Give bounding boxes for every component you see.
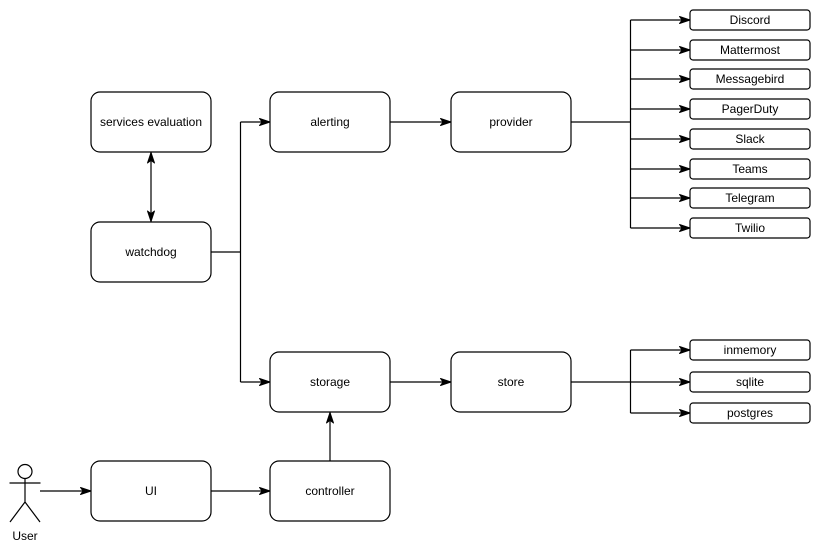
edges xyxy=(40,16,691,495)
node-box xyxy=(269,460,391,522)
node-box xyxy=(689,371,811,393)
node-alerting: alerting xyxy=(269,91,391,153)
node-label: storage xyxy=(310,375,350,389)
node-label: Twilio xyxy=(735,221,765,235)
node-label: store xyxy=(498,375,525,389)
node-label: Messagebird xyxy=(716,72,785,86)
node-label: Teams xyxy=(732,162,767,176)
actor-head-icon xyxy=(17,463,33,480)
actor-body-icon xyxy=(9,478,41,523)
node-label: sqlite xyxy=(736,375,764,389)
node-twilio: Twilio xyxy=(689,217,811,239)
node-label: Mattermost xyxy=(720,43,781,57)
node-label: alerting xyxy=(310,115,349,129)
node-inmemory: inmemory xyxy=(689,339,811,361)
node-label: Discord xyxy=(730,13,771,27)
node-box xyxy=(689,402,811,424)
node-label: inmemory xyxy=(724,343,777,357)
node-label: postgres xyxy=(727,406,773,420)
node-box xyxy=(450,91,572,153)
node-label: watchdog xyxy=(124,245,176,259)
node-box xyxy=(689,98,811,120)
node-box xyxy=(689,9,811,31)
node-ui: UI xyxy=(90,460,212,522)
node-teams: Teams xyxy=(689,158,811,180)
node-box xyxy=(450,351,572,413)
node-postgres: postgres xyxy=(689,402,811,424)
node-messagebird: Messagebird xyxy=(689,68,811,90)
node-box xyxy=(269,351,391,413)
node-box xyxy=(90,221,212,283)
node-box xyxy=(689,217,811,239)
node-discord: Discord xyxy=(689,9,811,31)
node-box xyxy=(689,187,811,209)
node-sqlite: sqlite xyxy=(689,371,811,393)
actor-user: User xyxy=(9,463,41,543)
node-label: services evaluation xyxy=(100,115,202,129)
node-storage: storage xyxy=(269,351,391,413)
node-box xyxy=(689,39,811,61)
node-label: provider xyxy=(489,115,532,129)
node-watchdog: watchdog xyxy=(90,221,212,283)
node-box xyxy=(689,158,811,180)
node-box xyxy=(90,460,212,522)
node-label: UI xyxy=(145,484,157,498)
node-controller: controller xyxy=(269,460,391,522)
node-mattermost: Mattermost xyxy=(689,39,811,61)
node-box xyxy=(689,339,811,361)
node-label: Telegram xyxy=(725,191,774,205)
node-label: PagerDuty xyxy=(722,102,779,116)
node-box xyxy=(269,91,391,153)
node-label: Slack xyxy=(735,132,765,146)
node-telegram: Telegram xyxy=(689,187,811,209)
node-label: controller xyxy=(305,484,354,498)
node-slack: Slack xyxy=(689,128,811,150)
node-provider: provider xyxy=(450,91,572,153)
node-box xyxy=(90,91,212,153)
node-services-evaluation: services evaluation xyxy=(90,91,212,153)
node-pagerduty: PagerDuty xyxy=(689,98,811,120)
actor-label: User xyxy=(12,529,37,543)
node-box xyxy=(689,68,811,90)
node-box xyxy=(689,128,811,150)
node-store: store xyxy=(450,351,572,413)
